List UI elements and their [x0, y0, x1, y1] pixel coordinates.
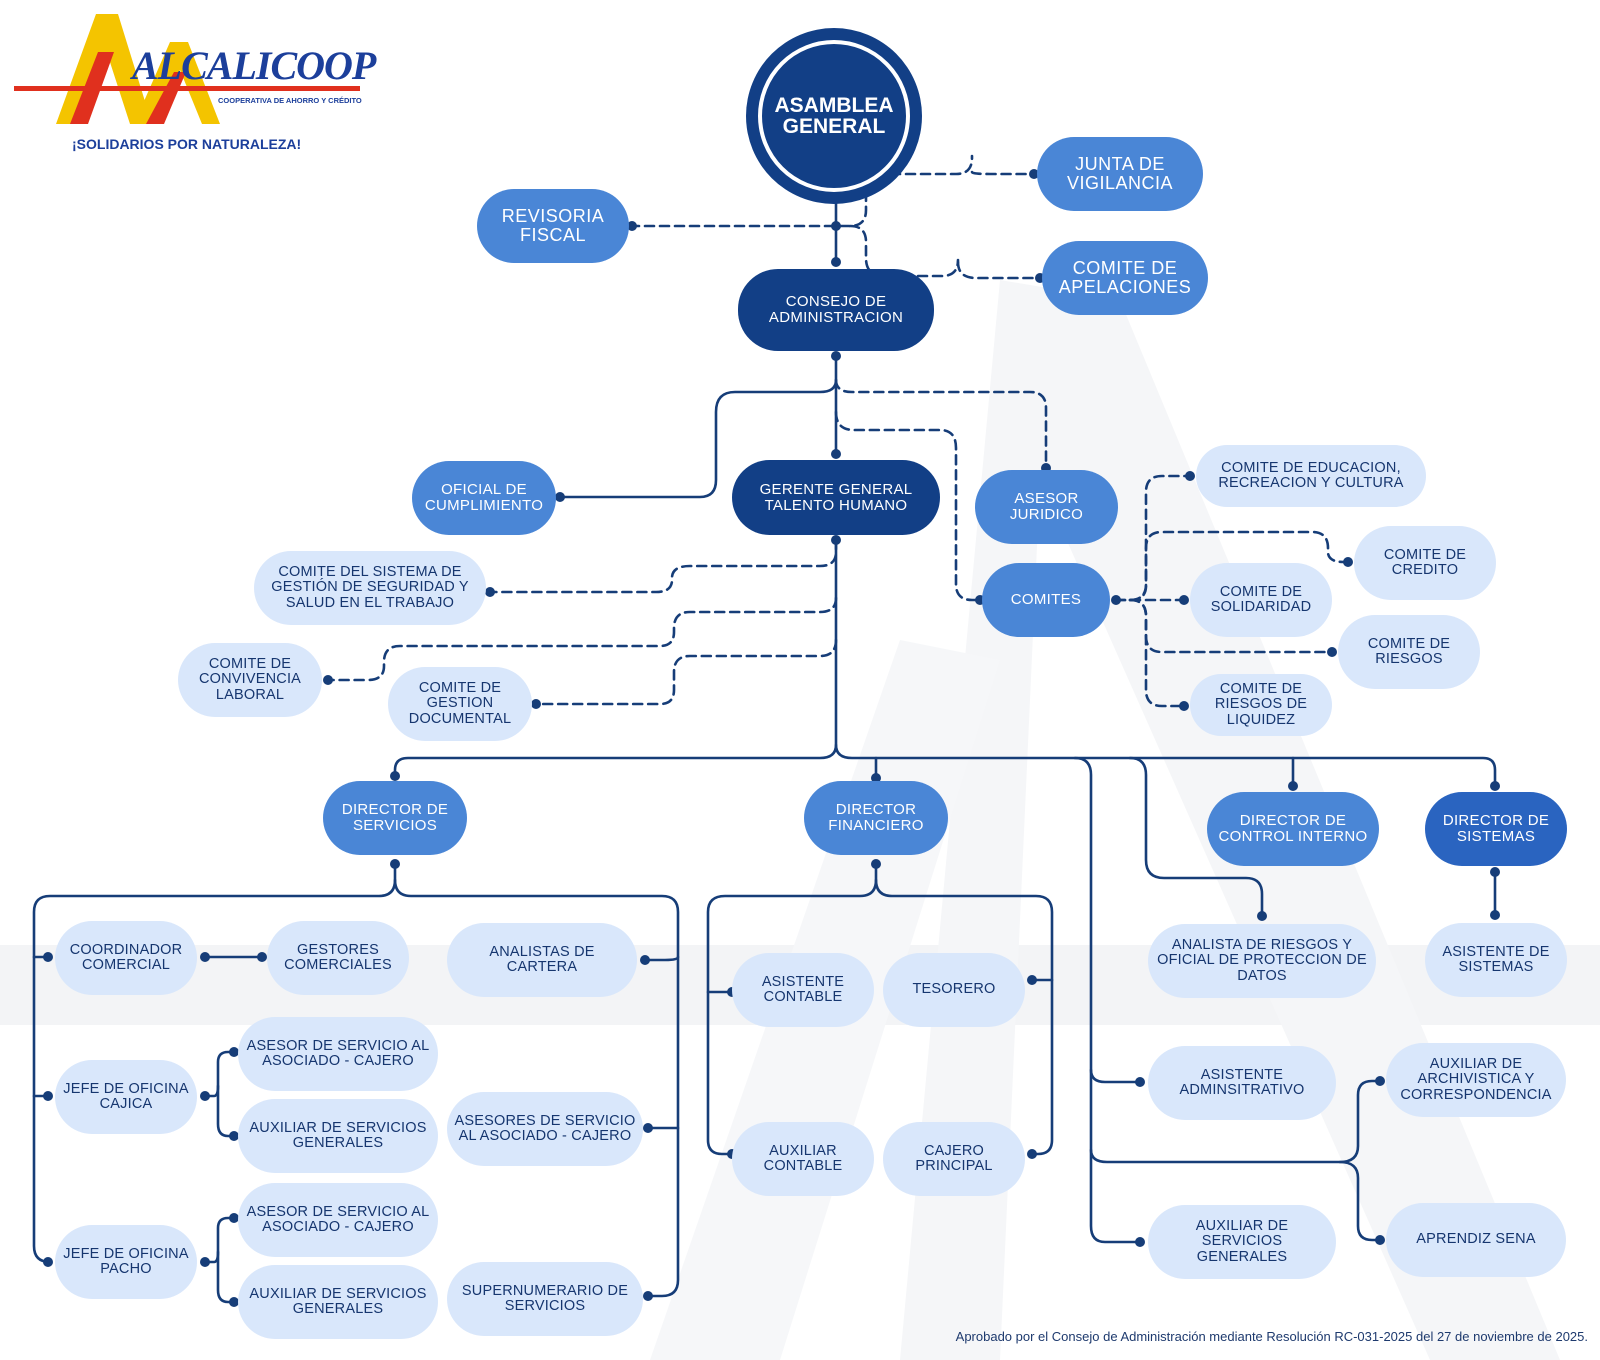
node-gestores-comerciales: GESTORES COMERCIALES: [267, 921, 409, 995]
node-revisoria-fiscal: REVISORIA FISCAL: [477, 189, 629, 263]
node-comite-solidaridad: COMITE DE SOLIDARIDAD: [1190, 563, 1332, 637]
node-comite-sgsst: COMITE DEL SISTEMA DE GESTIÓN DE SEGURID…: [254, 551, 486, 625]
approval-footer-note: Aprobado por el Consejo de Administració…: [955, 1329, 1588, 1344]
node-comite-convivencia-laboral: COMITE DE CONVIVENCIA LABORAL: [178, 643, 322, 717]
node-asesores-servicio-cajero: ASESORES DE SERVICIO AL ASOCIADO - CAJER…: [447, 1092, 643, 1166]
node-auxiliar-contable: AUXILIAR CONTABLE: [732, 1122, 874, 1196]
node-comite-credito: COMITE DE CREDITO: [1354, 526, 1496, 600]
node-analista-de-riesgos: ANALISTA DE RIESGOS Y OFICIAL DE PROTECC…: [1148, 924, 1376, 998]
node-auxiliar-servicios-generales-admin: AUXILIAR DE SERVICIOS GENERALES: [1148, 1205, 1336, 1279]
node-asistente-contable: ASISTENTE CONTABLE: [732, 953, 874, 1027]
dashed-connectors: [326, 154, 1350, 708]
node-jefe-oficina-cajica: JEFE DE OFICINA CAJICA: [55, 1060, 197, 1134]
node-auxiliar-archivistica: AUXILIAR DE ARCHIVISTICA Y CORRESPONDENC…: [1386, 1043, 1566, 1117]
node-comite-gestion-documental: COMITE DE GESTION DOCUMENTAL: [388, 667, 532, 741]
node-asistente-administrativo: ASISTENTE ADMINSITRATIVO: [1148, 1046, 1336, 1120]
node-auxiliar-servicios-generales-cajica: AUXILIAR DE SERVICIOS GENERALES: [238, 1099, 438, 1173]
node-comite-de-apelaciones: COMITE DE APELACIONES: [1042, 241, 1208, 315]
node-jefe-oficina-pacho: JEFE DE OFICINA PACHO: [55, 1225, 197, 1299]
node-asistente-de-sistemas: ASISTENTE DE SISTEMAS: [1425, 923, 1567, 997]
node-asamblea-general-label: ASAMBLEA GENERAL: [758, 40, 910, 192]
node-auxiliar-servicios-generales-pacho: AUXILIAR DE SERVICIOS GENERALES: [238, 1265, 438, 1339]
node-coordinador-comercial: COORDINADOR COMERCIAL: [55, 921, 197, 995]
logo-subtitle: COOPERATIVA DE AHORRO Y CRÉDITO: [218, 96, 362, 105]
node-consejo-de-administracion: CONSEJO DE ADMINISTRACION: [738, 269, 934, 351]
node-comite-riesgos: COMITE DE RIESGOS: [1338, 615, 1480, 689]
node-oficial-de-cumplimiento: OFICIAL DE CUMPLIMIENTO: [412, 461, 556, 535]
node-asesor-juridico: ASESOR JURIDICO: [975, 470, 1118, 544]
node-asamblea-general: ASAMBLEA GENERAL: [746, 28, 922, 204]
node-gerente-general-talento-humano: GERENTE GENERAL TALENTO HUMANO: [732, 460, 940, 535]
alcalicoop-logo: ALCALICOOP COOPERATIVA DE AHORRO Y CRÉDI…: [14, 12, 376, 162]
node-asesor-servicio-cajero-pacho: ASESOR DE SERVICIO AL ASOCIADO - CAJERO: [238, 1183, 438, 1257]
node-cajero-principal: CAJERO PRINCIPAL: [883, 1122, 1025, 1196]
node-supernumerario-de-servicios: SUPERNUMERARIO DE SERVICIOS: [447, 1262, 643, 1336]
node-director-de-servicios: DIRECTOR DE SERVICIOS: [323, 781, 467, 855]
logo-slogan: ¡SOLIDARIOS POR NATURALEZA!: [72, 136, 302, 152]
node-junta-de-vigilancia: JUNTA DE VIGILANCIA: [1037, 137, 1203, 211]
node-tesorero: TESORERO: [883, 953, 1025, 1027]
node-analistas-de-cartera: ANALISTAS DE CARTERA: [447, 923, 637, 997]
node-comite-educacion: COMITE DE EDUCACION, RECREACION Y CULTUR…: [1196, 445, 1426, 507]
logo-wordmark: ALCALICOOP: [132, 43, 376, 88]
node-director-de-sistemas: DIRECTOR DE SISTEMAS: [1425, 792, 1567, 866]
node-director-financiero: DIRECTOR FINANCIERO: [804, 781, 948, 855]
node-comite-riesgos-liquidez: COMITE DE RIESGOS DE LIQUIDEZ: [1190, 674, 1332, 736]
logo-letter-a-graphic: [14, 14, 360, 124]
node-aprendiz-sena: APRENDIZ SENA: [1386, 1203, 1566, 1277]
node-comites: COMITES: [982, 563, 1110, 637]
node-asesor-servicio-cajero-cajica: ASESOR DE SERVICIO AL ASOCIADO - CAJERO: [238, 1017, 438, 1091]
node-director-control-interno: DIRECTOR DE CONTROL INTERNO: [1207, 792, 1379, 866]
